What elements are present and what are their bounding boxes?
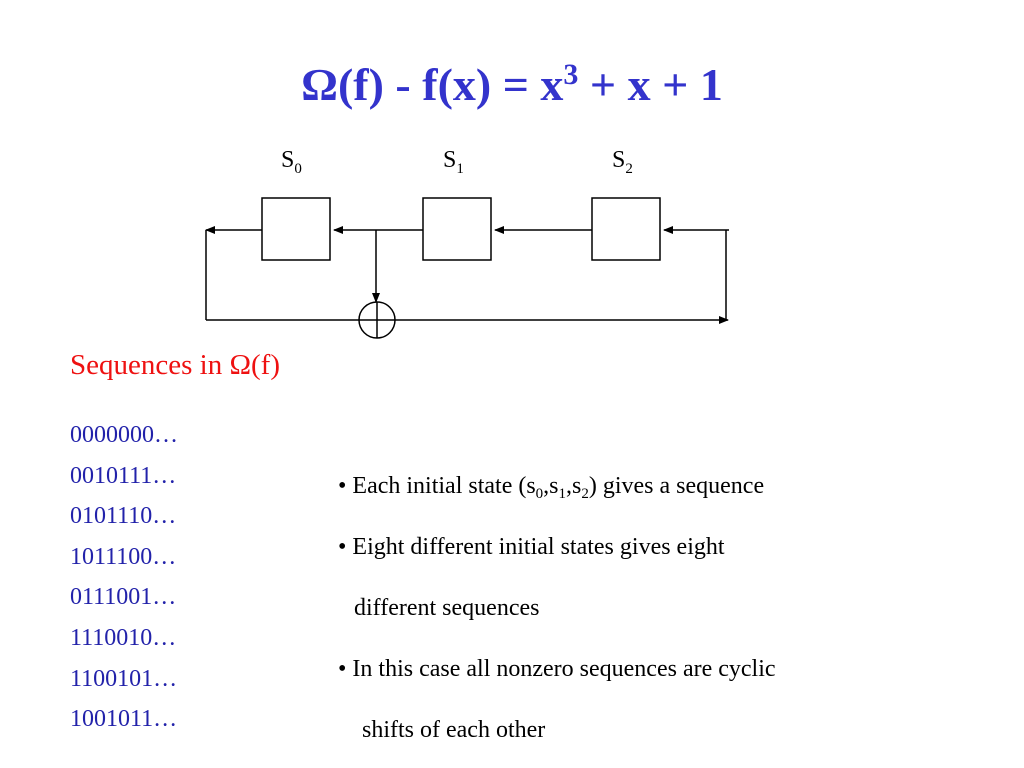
register-label-s1-base: S xyxy=(443,147,457,173)
title-tail: + x + 1 xyxy=(578,59,723,110)
bullet-1-sub2: 2 xyxy=(581,486,589,502)
bullet-1-post: ) gives a sequence xyxy=(588,473,765,499)
sequence-item: 1011100… xyxy=(70,543,177,570)
sequence-item: 0010111… xyxy=(70,462,177,489)
sequence-item: 1110010… xyxy=(70,624,177,651)
slide-title: Ω(f) - f(x) = x3 + x + 1 xyxy=(0,58,1024,111)
register-label-s0: S0 xyxy=(281,147,302,177)
sequence-list: 0000000… 0010111… 0101110… 1011100… 0111… xyxy=(70,415,178,740)
bullet-1-c2: ,s xyxy=(566,473,582,499)
register-label-s1-sub: 1 xyxy=(456,161,464,177)
register-label-s0-base: S xyxy=(281,147,295,173)
sequence-item: 1001011… xyxy=(70,706,178,733)
title-main: Ω(f) - f(x) = x xyxy=(301,59,564,110)
bullet-eight-states: • Eight different initial states gives e… xyxy=(338,534,725,560)
bullet-1-c1: ,s xyxy=(543,473,559,499)
register-box-s2 xyxy=(591,197,661,261)
sequences-heading: Sequences in Ω(f) xyxy=(70,349,280,381)
bullet-cyclic-shifts-cont: shifts of each other xyxy=(362,717,546,743)
register-box-s1 xyxy=(422,197,492,261)
bullet-cyclic-shifts: • In this case all nonzero sequences are… xyxy=(338,656,776,682)
sequence-item: 0101110… xyxy=(70,503,177,530)
register-label-s2-sub: 2 xyxy=(625,161,633,177)
bullet-1-sub1: 1 xyxy=(558,486,567,502)
bullet-initial-state: • Each initial state (s0,s1,s2) gives a … xyxy=(338,465,1018,526)
sequence-item: 1100101… xyxy=(70,665,178,692)
register-box-s0 xyxy=(261,197,331,261)
bullet-1-pre: • Each initial state (s xyxy=(338,473,536,499)
register-label-s2-base: S xyxy=(612,147,626,173)
bullet-list: • Each initial state (s0,s1,s2) gives a … xyxy=(338,465,1018,768)
register-label-s0-sub: 0 xyxy=(294,161,302,177)
sequence-item: 0111001… xyxy=(70,584,177,611)
register-label-s1: S1 xyxy=(443,147,464,177)
sequence-item: 0000000… xyxy=(70,422,178,448)
register-label-s2: S2 xyxy=(612,147,633,177)
title-exponent: 3 xyxy=(563,58,579,91)
bullet-1-sub0: 0 xyxy=(535,486,544,502)
bullet-eight-states-cont: different sequences xyxy=(354,595,540,621)
